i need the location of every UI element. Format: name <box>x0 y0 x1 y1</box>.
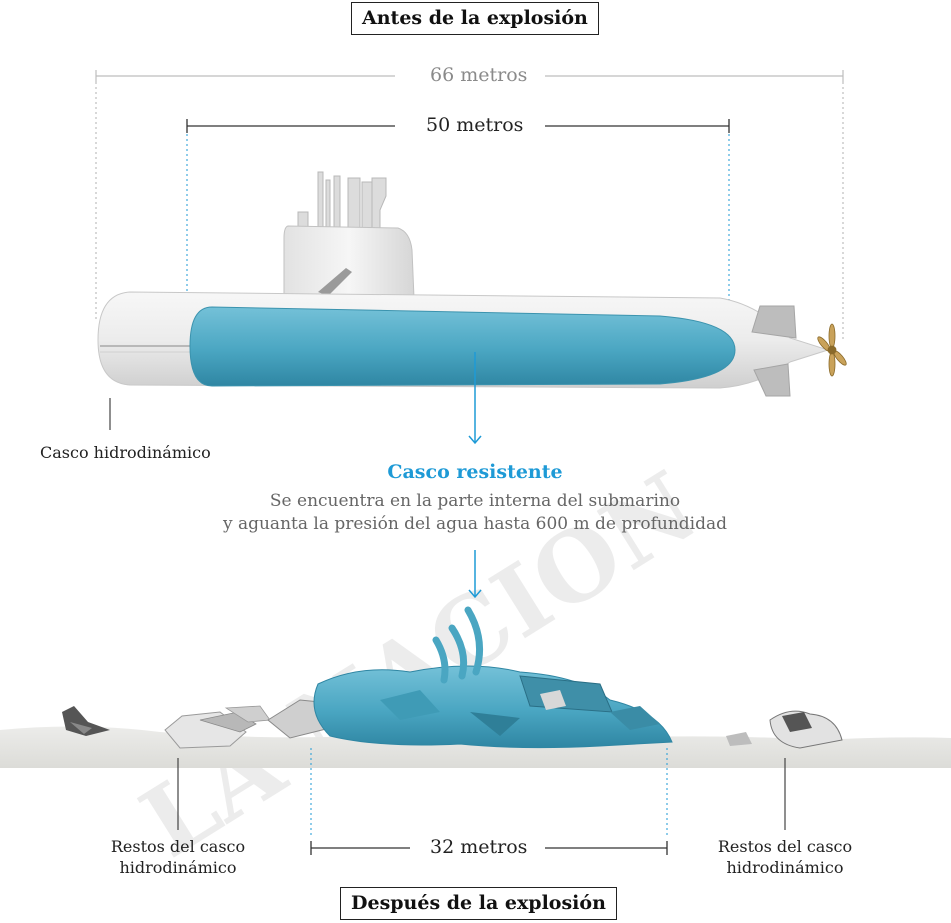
label-66m: 66 metros <box>420 64 538 86</box>
sail-plane <box>318 268 352 296</box>
wreck <box>267 606 673 749</box>
dimension-66m <box>95 70 844 340</box>
upper-rudder <box>751 305 797 339</box>
debris-right <box>726 710 843 749</box>
pressure-hull <box>189 306 736 387</box>
propeller <box>817 323 847 377</box>
submarine-before <box>97 171 847 397</box>
dimension-50m <box>186 119 730 133</box>
dimension-32m <box>310 841 668 855</box>
label-hydrodynamic-hull: Casco hidrodinámico <box>40 443 211 462</box>
periscope-masts <box>297 171 387 231</box>
highlight-description-line1: Se encuentra en la parte interna del sub… <box>269 491 681 511</box>
sail <box>283 225 415 299</box>
highlight-title: Casco resistente <box>387 461 563 483</box>
arrow-to-highlight <box>468 352 482 445</box>
highlight-description-line2: y aguanta la presión del agua hasta 600 … <box>222 514 728 534</box>
title-before: Antes de la explosión <box>351 2 599 35</box>
title-after: Después de la explosión <box>340 887 617 920</box>
label-32m: 32 metros <box>420 836 538 858</box>
label-50m: 50 metros <box>416 114 534 136</box>
label-debris-right: Restos del casco hidrodinámico <box>717 837 853 877</box>
label-debris-left: Restos del casco hidrodinámico <box>110 837 246 877</box>
debris-left <box>62 705 271 749</box>
lower-rudder <box>753 363 791 397</box>
arrow-to-wreck <box>468 550 482 599</box>
